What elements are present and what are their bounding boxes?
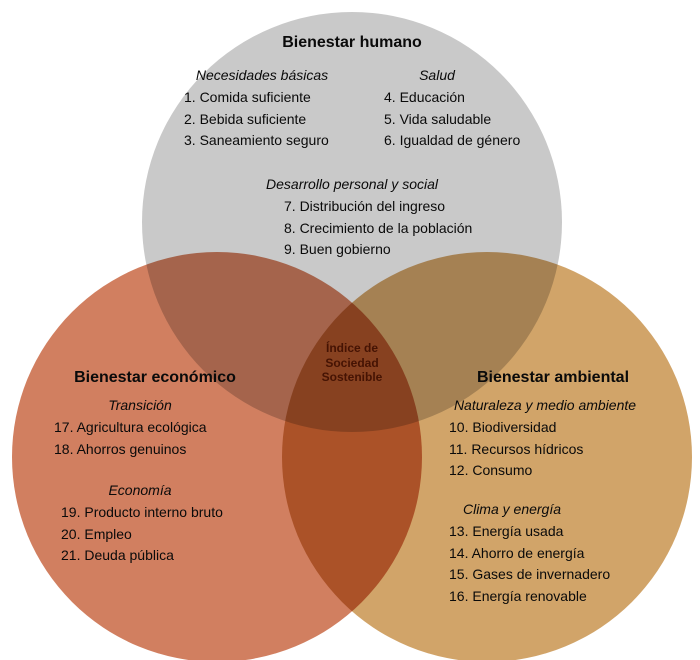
nature-environment-items: 10. Biodiversidad 11. Recursos hídricos … bbox=[449, 417, 583, 482]
personal-social-items: 7. Distribución del ingreso 8. Crecimien… bbox=[284, 196, 472, 261]
list-item: 16. Energía renovable bbox=[449, 587, 587, 604]
environmental-wellbeing-circle bbox=[282, 252, 692, 660]
list-item: 13. Energía usada bbox=[449, 523, 564, 539]
list-item: 6. Igualdad de género bbox=[384, 132, 521, 148]
list-item: 10. Biodiversidad bbox=[449, 419, 557, 435]
list-item: 11. Recursos hídricos bbox=[449, 440, 584, 457]
list-item: 9. Buen gobierno bbox=[284, 241, 391, 257]
human-circle-title: Bienestar humano bbox=[282, 34, 422, 51]
list-item: 5. Vida saludable bbox=[384, 110, 492, 127]
center-line: Sostenible bbox=[321, 370, 383, 384]
group-label-economia: Economía bbox=[108, 482, 172, 498]
list-item: 15. Gases de invernadero bbox=[449, 566, 611, 582]
list-item: 2. Bebida suficiente bbox=[184, 110, 307, 127]
list-item: 20. Empleo bbox=[61, 525, 132, 542]
list-item: 7. Distribución del ingreso bbox=[284, 198, 446, 214]
group-label-naturaleza: Naturaleza y medio ambiente bbox=[453, 397, 637, 413]
list-item: 12. Consumo bbox=[449, 462, 533, 478]
health-items: 4. Educación 5. Vida saludable 6. Iguald… bbox=[384, 87, 520, 152]
list-item: 1. Comida suficiente bbox=[184, 89, 311, 105]
group-label-desarrollo-personal: Desarrollo personal y social bbox=[266, 176, 438, 192]
transition-items: 17. Agricultura ecológica 18. Ahorros ge… bbox=[54, 417, 207, 460]
climate-energy-items: 13. Energía usada 14. Ahorro de energía … bbox=[449, 521, 610, 607]
group-label-salud: Salud bbox=[419, 67, 455, 83]
list-item: 19. Producto interno bruto bbox=[61, 504, 223, 520]
economy-items: 19. Producto interno bruto 20. Empleo 21… bbox=[61, 502, 223, 567]
list-item: 21. Deuda pública bbox=[61, 547, 174, 563]
group-label-transicion: Transición bbox=[108, 397, 172, 413]
group-label-necesidades-basicas: Necesidades básicas bbox=[195, 67, 329, 83]
list-item: 17. Agricultura ecológica bbox=[54, 419, 207, 435]
center-index-label: Índice de Sociedad Sostenible bbox=[302, 341, 402, 385]
center-line: Índice de bbox=[325, 341, 378, 355]
list-item: 8. Crecimiento de la población bbox=[284, 219, 473, 236]
center-line: Sociedad bbox=[325, 355, 379, 370]
list-item: 18. Ahorros genuinos bbox=[54, 440, 187, 457]
list-item: 3. Saneamiento seguro bbox=[184, 132, 329, 148]
list-item: 4. Educación bbox=[384, 89, 465, 105]
basic-needs-items: 1. Comida suficiente 2. Bebida suficient… bbox=[184, 87, 329, 152]
list-item: 14. Ahorro de energía bbox=[449, 544, 585, 561]
economic-circle-title: Bienestar económico bbox=[74, 369, 236, 386]
group-label-clima-energia: Clima y energía bbox=[462, 501, 562, 517]
environmental-circle-title: Bienestar ambiental bbox=[476, 369, 630, 386]
